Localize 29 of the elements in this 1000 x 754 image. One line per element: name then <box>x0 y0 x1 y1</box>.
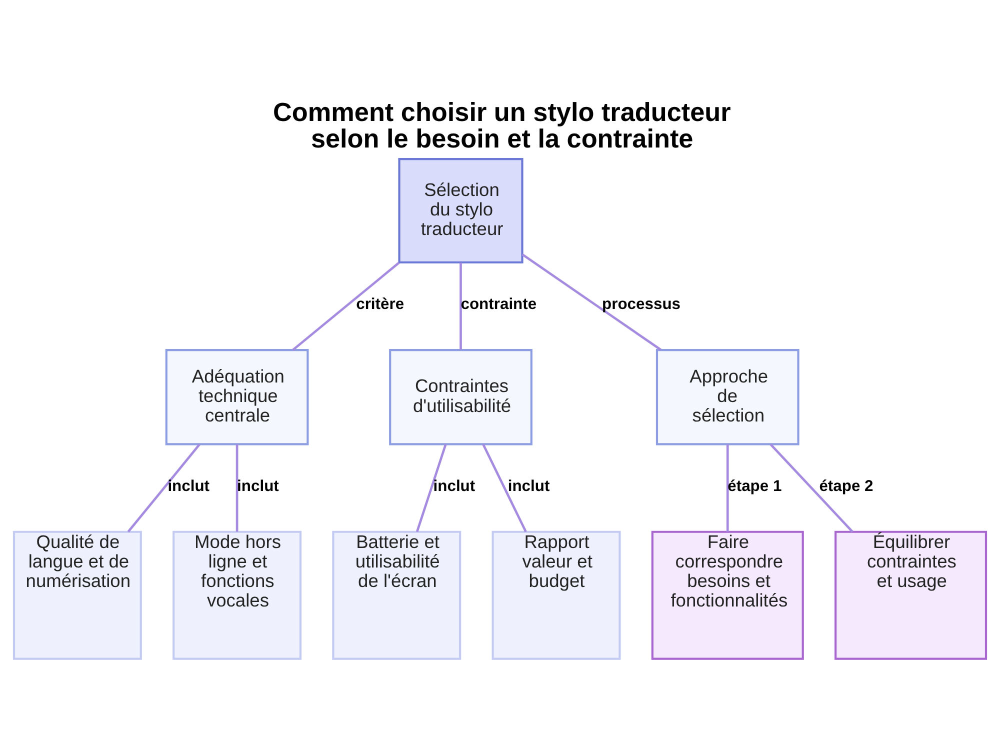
edge-label: étape 2 <box>819 477 874 494</box>
node-box: Adéquation technique centrale <box>165 348 309 445</box>
node-box: Approche de sélection <box>656 348 800 445</box>
node-box: Rapport valeur et budget <box>492 530 621 660</box>
edge-label: processus <box>602 295 681 312</box>
edge-label: inclut <box>508 477 550 494</box>
connector <box>460 262 462 350</box>
connector <box>292 261 400 350</box>
connector <box>127 443 201 532</box>
edge-label: inclut <box>168 477 210 494</box>
edge-label: inclut <box>433 477 476 494</box>
connector <box>770 442 854 532</box>
node-box: Mode hors ligne et fonctions vocales <box>172 530 302 660</box>
node-box: Sélection du stylo traducteur <box>398 157 524 263</box>
node-box: Qualité de langue et de numérisation <box>12 530 142 660</box>
edge-label: étape 1 <box>728 477 782 494</box>
connector <box>482 443 527 532</box>
connector <box>522 252 662 350</box>
connector <box>236 444 238 532</box>
edge-label: inclut <box>237 477 279 494</box>
diagram-title: Comment choisir un stylo traducteur selon le besoin et la contrainte <box>273 96 731 153</box>
node-box: Équilibrer contraintes et usage <box>834 530 988 660</box>
edge-label: critère <box>356 295 404 312</box>
node-box: Faire correspondre besoins et fonctionnalités <box>651 530 804 660</box>
node-box: Batterie et utilisabilité de l'écran <box>332 530 462 660</box>
node-box: Contraintes d'utilisabilité <box>389 348 532 445</box>
connector <box>726 444 729 532</box>
connector <box>416 443 447 532</box>
edge-label: contrainte <box>460 295 537 312</box>
